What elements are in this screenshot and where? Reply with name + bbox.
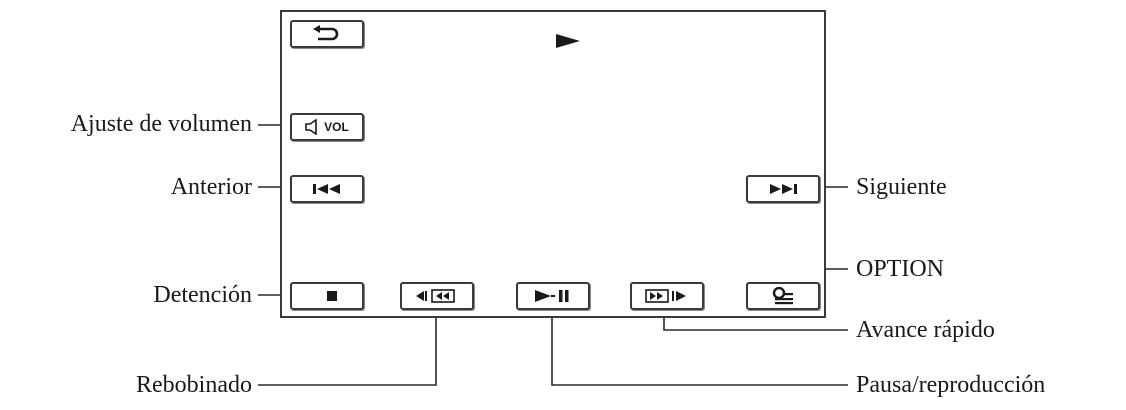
callout-volume: Ajuste de volumen	[70, 111, 252, 137]
volume-button-label: VOL	[324, 120, 349, 134]
speaker-icon	[305, 119, 317, 135]
pause-play-button[interactable]	[516, 282, 590, 310]
stop-button[interactable]	[290, 282, 364, 310]
callout-option: OPTION	[856, 256, 944, 282]
skip-next-icon	[770, 184, 797, 194]
next-button[interactable]	[746, 175, 820, 203]
callout-previous: Anterior	[170, 174, 252, 200]
stop-square-icon	[327, 291, 337, 301]
volume-button[interactable]: VOL	[290, 113, 364, 141]
rewind-button[interactable]	[400, 282, 474, 310]
callout-stop: Detención	[153, 282, 252, 308]
callout-pause-play: Pausa/reproducción	[856, 372, 1046, 398]
fast-forward-button[interactable]	[630, 282, 704, 310]
callout-next: Siguiente	[856, 174, 947, 200]
skip-previous-icon	[313, 184, 340, 194]
callout-rewind: Rebobinado	[136, 372, 252, 398]
rewind-icon	[416, 289, 455, 303]
play-triangle-icon	[556, 34, 580, 48]
fast-forward-icon	[645, 289, 686, 303]
previous-button[interactable]	[290, 175, 364, 203]
play-pause-icon	[535, 290, 569, 302]
callout-fast-forward: Avance rápido	[856, 317, 995, 343]
option-button[interactable]	[746, 282, 820, 310]
playback-screen: VOL	[280, 10, 826, 318]
option-menu-icon	[772, 287, 793, 305]
back-button[interactable]	[290, 20, 364, 48]
return-arrow-icon	[313, 25, 339, 41]
